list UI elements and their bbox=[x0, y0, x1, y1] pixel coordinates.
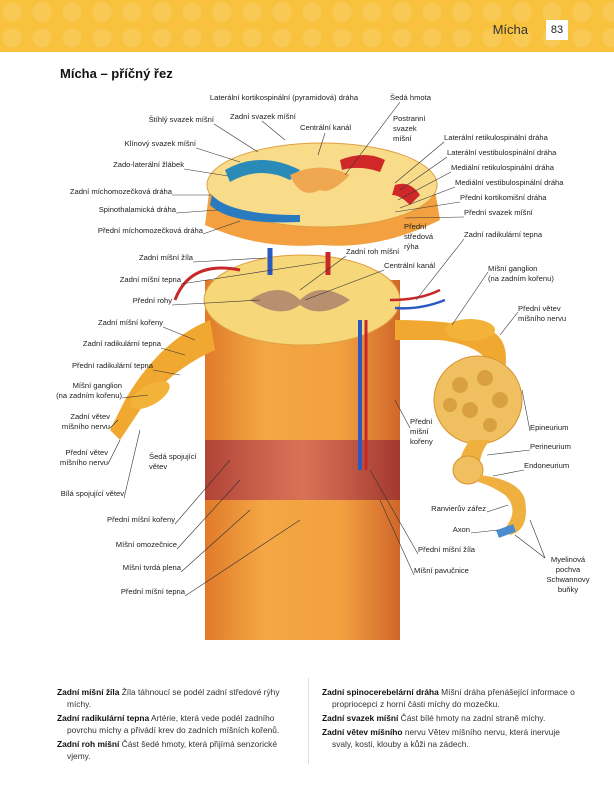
glossary-entry: Zadní míšní žíla Žíla táhnoucí se podél … bbox=[57, 687, 280, 709]
label-perineurium: Perineurium bbox=[530, 442, 571, 451]
glossary-right: Zadní spinocerebelární dráha Míšní dráha… bbox=[322, 686, 582, 752]
glossary-entry: Zadní radikulární tepna Artérie, která v… bbox=[57, 713, 280, 735]
spinal-cord-illustration bbox=[107, 101, 546, 640]
page-title: Mícha – příčný řez bbox=[60, 66, 173, 81]
label-lateral-corticospinal: Laterální kortikospinální (pyramidová) d… bbox=[209, 93, 359, 102]
blood-vessels bbox=[173, 248, 446, 470]
label-posterior-spinal-vein: Zadní míšní žíla bbox=[138, 253, 193, 262]
label-anterior-corticospinal: Přední kortikomišní dráha bbox=[460, 193, 547, 202]
label-central-canal-mid: Centrální kanál bbox=[384, 261, 436, 270]
label-white-ramus: Bílá spojující větev bbox=[60, 489, 124, 498]
label-anterior-radicular-artery: Přední radikulární tepna bbox=[71, 361, 153, 370]
label-spinothalamic: Spinothalamická dráha bbox=[98, 205, 176, 214]
label-anterior-horns: Přední rohy bbox=[132, 296, 172, 305]
label-posterior-spinal-artery: Zadní míšní tepna bbox=[119, 275, 181, 284]
glossary-entry: Zadní spinocerebelární dráha Míšní dráha… bbox=[322, 687, 575, 709]
label-arachnoid: Míšní pavučnice bbox=[414, 566, 469, 575]
label-anterior-ramus-left: Přední větev míšního nervu bbox=[59, 448, 108, 467]
label-fasciculus-cuneatus: Klínový svazek míšní bbox=[124, 139, 196, 148]
label-medial-vestibulospinal: Mediální vestibulospinální dráha bbox=[455, 178, 564, 187]
leader-lines bbox=[107, 101, 546, 597]
label-anterior-ramus-right: Přední větev míšního nervu bbox=[518, 304, 567, 323]
label-fasciculus-gracilis: Štíhlý svazek míšní bbox=[148, 115, 214, 124]
label-myelin-sheath: Myelinová pochva Schwannovy buňky bbox=[546, 555, 590, 594]
label-ventral-roots-right: Přední míšní kořeny bbox=[410, 417, 433, 446]
label-epineurium: Epineurium bbox=[530, 423, 569, 432]
cross-section bbox=[205, 142, 440, 246]
label-posterolateral-sulcus: Zado-laterální žlábek bbox=[113, 160, 184, 169]
nerve-cross-section bbox=[433, 355, 526, 538]
label-ventral-roots-left: Přední míšní kořeny bbox=[107, 515, 175, 524]
glossary-entry: Zadní roh míšní Část šedé hmoty, která p… bbox=[57, 739, 277, 761]
label-posterior-radicular-artery-right: Zadní radikulární tepna bbox=[464, 230, 543, 239]
page-header: Mícha 83 bbox=[0, 0, 614, 52]
label-anterior-spinocerebellar: Přední míchomozečková dráha bbox=[97, 226, 203, 235]
label-axon: Axon bbox=[452, 525, 470, 534]
label-lateral-vestibulospinal: Laterální vestibulospinální dráha bbox=[447, 148, 557, 157]
label-posterior-spinocerebellar: Zadní míchomozečková dráha bbox=[69, 187, 172, 196]
label-pia-mater: Míšní omozečnice bbox=[115, 540, 177, 549]
label-posterior-ramus: Zadní větev míšního nervu bbox=[61, 412, 110, 431]
spinal-column bbox=[203, 254, 401, 640]
label-central-canal-top: Centrální kanál bbox=[300, 123, 352, 132]
page-number: 83 bbox=[546, 20, 568, 40]
label-gray-matter: Šedá hmota bbox=[390, 93, 431, 102]
label-anterior-median-fissure: Přední středová rýha bbox=[404, 222, 434, 251]
label-spinal-ganglion-left: Míšní ganglion (na zadním kořenu) bbox=[56, 381, 122, 400]
label-posterior-horn: Zadní roh míšní bbox=[346, 247, 400, 256]
chapter-title: Mícha bbox=[492, 22, 528, 37]
label-node-of-ranvier: Ranvierův zářez bbox=[431, 504, 486, 513]
label-posterior-column: Zadní svazek míšní bbox=[230, 112, 296, 121]
label-spinal-ganglion-right: Míšní ganglion (na zadním kořenu) bbox=[488, 264, 554, 283]
header-pattern bbox=[0, 0, 614, 52]
glossary-entry: Zadní svazek míšní Část bílé hmoty na za… bbox=[322, 713, 546, 723]
label-gray-ramus: Šedá spojující větev bbox=[149, 452, 197, 471]
glossary-left: Zadní míšní žíla Žíla táhnoucí se podél … bbox=[57, 686, 302, 764]
label-anterior-column: Přední svazek míšní bbox=[464, 208, 533, 217]
label-anterior-spinal-vein: Přední míšní žíla bbox=[418, 545, 475, 554]
nerve-roots bbox=[110, 319, 506, 440]
label-anterior-spinal-artery: Přední míšní tepna bbox=[120, 587, 185, 596]
label-lateral-reticulospinal: Laterální retikulospinální dráha bbox=[444, 133, 548, 142]
label-dorsal-roots: Zadní míšní kořeny bbox=[98, 318, 163, 327]
label-medial-reticulospinal: Mediální retikulospinální dráha bbox=[451, 163, 554, 172]
label-dura-mater: Míšní tvrdá plena bbox=[122, 563, 181, 572]
label-lateral-column: Postranní svazek míšní bbox=[393, 114, 426, 143]
glossary-entry: Zadní větev míšního nervu Větev míšního … bbox=[322, 727, 560, 749]
label-posterior-radicular-artery-left: Zadní radikulární tepna bbox=[82, 339, 161, 348]
label-endoneurium: Endoneurium bbox=[524, 461, 570, 470]
column-divider bbox=[308, 678, 309, 764]
